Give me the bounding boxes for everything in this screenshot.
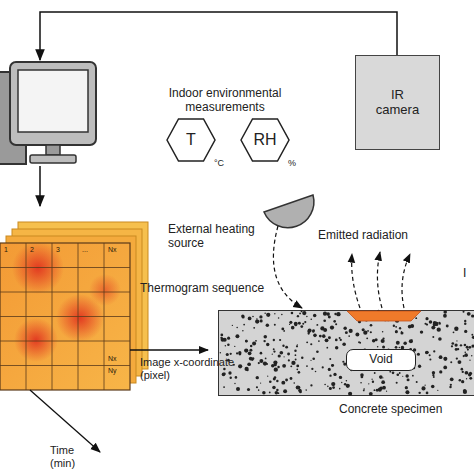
x-axis-arrow — [130, 349, 208, 350]
part-label: Emitted radiation — [318, 228, 408, 242]
cell-index: Nx — [108, 246, 117, 254]
axis-label: Time (min) — [50, 444, 88, 470]
node-text: IR camera — [372, 88, 424, 118]
part-label: Thermogram sequence — [140, 281, 264, 295]
cell-index: Nx — [108, 355, 117, 363]
time-axis-arrow — [30, 390, 100, 452]
data-wire — [40, 12, 397, 60]
caption-text: Indoor environmental measurements — [155, 86, 295, 115]
concrete-specimen: VoidConcrete specimen — [218, 310, 474, 396]
node-text: Void — [369, 353, 392, 367]
camera-box: IR camera — [355, 55, 440, 150]
heating-lamp — [264, 195, 314, 228]
cell-index: 1 — [4, 246, 8, 254]
part-label: External heating source — [168, 222, 262, 251]
cell-index: 2 — [30, 246, 34, 254]
data-arrow — [39, 166, 41, 206]
cut-label: I — [463, 266, 466, 280]
node-text: T — [186, 131, 196, 149]
heat-arrow — [273, 226, 302, 308]
thermogram-stack — [0, 222, 148, 390]
node-text: Concrete specimen — [339, 403, 442, 417]
unit-label: % — [288, 158, 296, 169]
node-text: RH — [253, 131, 276, 149]
axis-label: Image x-coordinate (pixel) — [140, 356, 252, 382]
void-box: Void — [346, 349, 416, 371]
cell-index: 3 — [56, 246, 60, 254]
cell-index: Ny — [108, 367, 117, 375]
sensor-hexagon: RH — [240, 118, 290, 162]
cell-index: ... — [82, 246, 88, 254]
sensor-hexagon: T — [166, 118, 216, 162]
unit-label: °C — [214, 158, 224, 169]
radiation-arrows — [352, 252, 410, 308]
computer-icon — [0, 62, 96, 164]
